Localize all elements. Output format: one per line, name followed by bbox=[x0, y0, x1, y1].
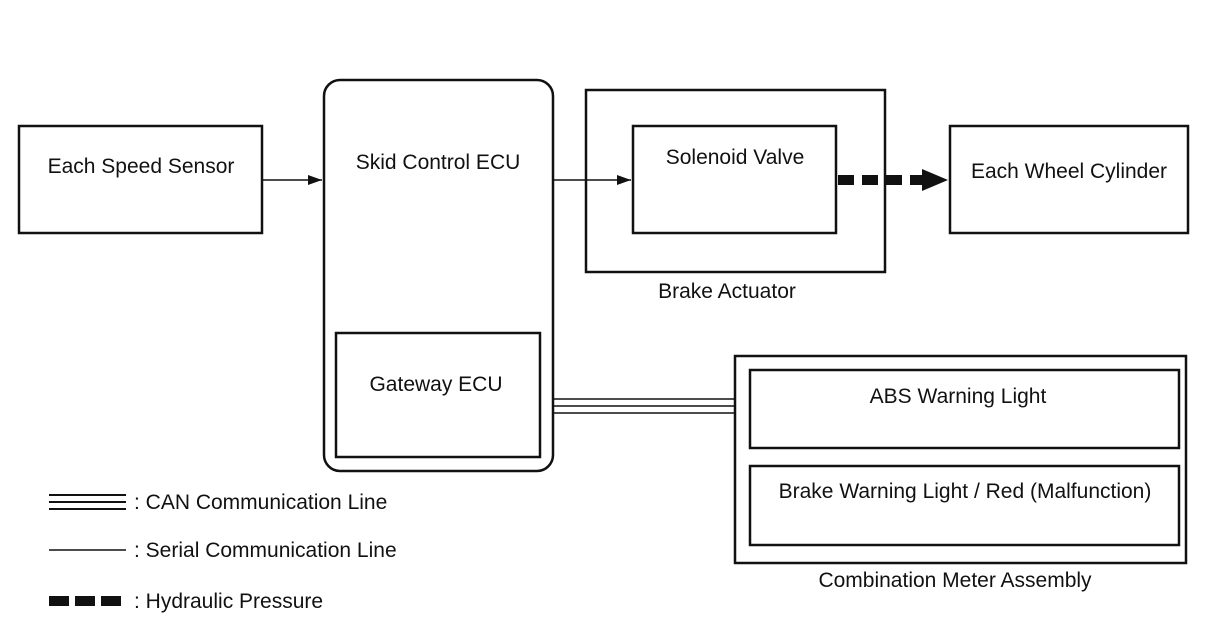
skid-control-ecu-label: Skid Control ECU bbox=[356, 151, 521, 174]
legend-serial-label: : Serial Communication Line bbox=[134, 539, 397, 562]
abs-warning-light-label: ABS Warning Light bbox=[870, 385, 1047, 408]
speed-sensor-label: Each Speed Sensor bbox=[48, 155, 235, 178]
legend-hydraulic: : Hydraulic Pressure bbox=[49, 590, 323, 613]
brake-warning-light-node: Brake Warning Light / Red (Malfunction) bbox=[748, 464, 1181, 547]
legend: : CAN Communication Line : Serial Commun… bbox=[49, 491, 397, 613]
legend-serial: : Serial Communication Line bbox=[49, 539, 397, 562]
brake-actuator-label: Brake Actuator bbox=[658, 280, 796, 303]
speed-sensor-node: Each Speed Sensor bbox=[17, 124, 264, 235]
hydraulic-arrow-valve-to-cylinder bbox=[838, 169, 948, 191]
legend-can: : CAN Communication Line bbox=[49, 491, 387, 514]
legend-hydraulic-label: : Hydraulic Pressure bbox=[134, 590, 323, 613]
combination-meter-label: Combination Meter Assembly bbox=[818, 569, 1092, 592]
legend-can-label: : CAN Communication Line bbox=[134, 491, 387, 514]
wheel-cylinder-node: Each Wheel Cylinder bbox=[948, 124, 1190, 235]
gateway-ecu-node: Gateway ECU bbox=[334, 331, 542, 459]
brake-warning-light-label: Brake Warning Light / Red (Malfunction) bbox=[779, 480, 1152, 503]
gateway-ecu-label: Gateway ECU bbox=[369, 373, 502, 396]
solenoid-valve-label: Solenoid Valve bbox=[666, 146, 805, 169]
solenoid-valve-node: Solenoid Valve bbox=[631, 124, 838, 235]
abs-warning-light-node: ABS Warning Light bbox=[748, 368, 1181, 450]
can-line-gateway-to-meter bbox=[553, 398, 735, 414]
wheel-cylinder-label: Each Wheel Cylinder bbox=[971, 160, 1167, 183]
